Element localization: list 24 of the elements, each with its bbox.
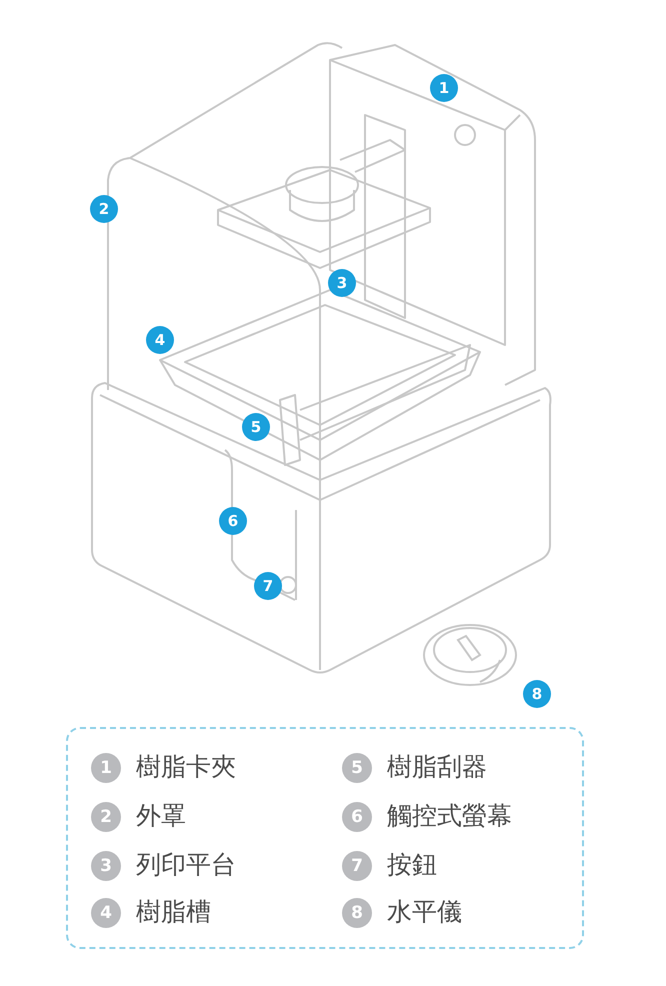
- part-name: 樹脂刮器: [387, 752, 487, 782]
- key-number: 2: [91, 802, 121, 832]
- callout-number: 6: [219, 507, 247, 535]
- key-number: 4: [91, 898, 121, 928]
- callout-number: 2: [90, 195, 118, 223]
- part-name: 水平儀: [387, 897, 462, 927]
- part-name: 外罩: [136, 801, 186, 831]
- key-number: 8: [342, 898, 372, 928]
- part-name: 樹脂槽: [136, 897, 211, 927]
- key-number: 3: [91, 851, 121, 881]
- callout-number: 8: [523, 680, 551, 708]
- key-number: 5: [342, 753, 372, 783]
- part-name: 觸控式螢幕: [387, 801, 512, 831]
- callout-number: 3: [328, 269, 356, 297]
- callout-number: 7: [254, 572, 282, 600]
- key-number: 6: [342, 802, 372, 832]
- callout-number: 1: [430, 74, 458, 102]
- callout-number: 5: [242, 413, 270, 441]
- key-number: 7: [342, 851, 372, 881]
- key-number: 1: [91, 753, 121, 783]
- part-name: 樹脂卡夾: [136, 752, 236, 782]
- part-name: 按鈕: [387, 850, 437, 880]
- part-name: 列印平台: [136, 850, 236, 880]
- callout-number: 4: [146, 326, 174, 354]
